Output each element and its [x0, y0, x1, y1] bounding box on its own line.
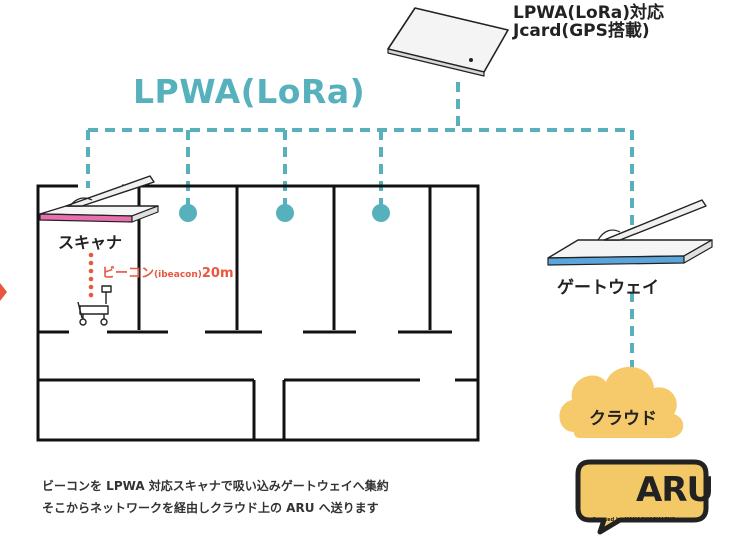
beacon-label-main: ビーコン	[102, 266, 155, 281]
cart-icon	[77, 285, 112, 326]
cloud-label: クラウド	[589, 409, 657, 429]
scanner-device	[39, 175, 159, 223]
beacon-label: ビーコン(ibeacon)20m	[102, 262, 234, 281]
aru-logo-text: ARU	[636, 470, 714, 510]
caption-line2: そこからネットワークを経由しクラウド上の ARU へ送ります	[42, 501, 379, 515]
caption-line1: ビーコンを LPWA 対応スキャナで吸い込みゲートウェイへ集約	[42, 479, 389, 493]
beacon-label-range: 20m	[201, 266, 234, 281]
scanner-label: スキャナ	[58, 233, 123, 252]
floor-plan	[36, 184, 480, 442]
jcard-device	[387, 7, 509, 77]
beacon-range-dots	[88, 252, 94, 298]
gateway-device	[547, 199, 713, 266]
caption: ビーコンを LPWA 対応スキャナで吸い込みゲートウェイへ集約 そこからネットワ…	[42, 475, 389, 519]
network-label: LPWA(LoRa)	[133, 72, 366, 111]
jcard-label-line2: Jcard(GPS搭載)	[513, 21, 650, 41]
jcard-label: LPWA(LoRa)対応 Jcard(GPS搭載)	[513, 4, 664, 40]
lora-network-lines	[86, 82, 634, 375]
beacon-nodes	[179, 204, 390, 222]
left-arrow-icon	[0, 283, 7, 301]
gateway-label: ゲートウェイ	[557, 278, 659, 298]
jcard-label-line1: LPWA(LoRa)対応	[513, 3, 665, 23]
aru-logo	[575, 459, 709, 535]
cloud-icon	[559, 366, 684, 439]
beacon-label-type: (ibeacon)	[154, 270, 202, 280]
aru-logo-credit: Created by HANAOKASHARYO	[592, 517, 676, 523]
